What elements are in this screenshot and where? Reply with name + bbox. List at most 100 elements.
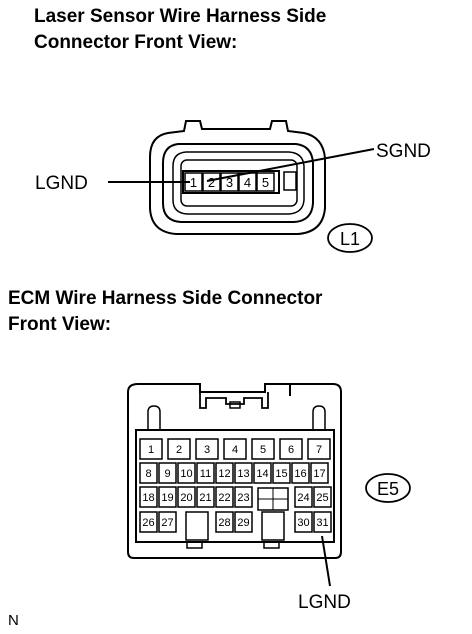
e5-pin-cell [215, 511, 234, 533]
l1-badge [327, 223, 373, 253]
e5-inner-frame [135, 429, 335, 543]
e5-pin-number: 12 [218, 468, 230, 480]
l1-pin-number: 4 [244, 175, 251, 190]
e5-pin-number: 21 [199, 492, 211, 504]
l1-outer-body [149, 120, 326, 235]
e5-lower-key-1 [185, 511, 209, 541]
e5-pin-cell [279, 438, 303, 460]
section1-title-line2: Connector Front View: [34, 32, 238, 53]
e5-pin-cell [251, 438, 275, 460]
l1-pin-number: 3 [226, 175, 233, 190]
e5-pin-cell [234, 511, 253, 533]
e5-pin-number: 6 [288, 444, 294, 456]
e5-pin-number: 24 [297, 492, 309, 504]
e5-pin-cell [196, 462, 215, 484]
e5-pin-cell [307, 438, 331, 460]
e5-pin-number: 17 [313, 468, 325, 480]
e5-badge-text: E5 [377, 479, 399, 499]
l1-pin-number: 5 [262, 175, 269, 190]
e5-pin-cell [291, 462, 310, 484]
e5-pin-number: 14 [256, 468, 268, 480]
e5-pin-cell [177, 462, 196, 484]
e5-pin-number: 30 [297, 517, 309, 529]
e5-pin-number: 11 [200, 468, 211, 480]
e5-pin-cell [215, 462, 234, 484]
e5-pin-cell [253, 462, 272, 484]
e5-pin-cell [139, 486, 158, 508]
e5-pin-number: 19 [161, 492, 173, 504]
e5-pin-number: 29 [237, 517, 249, 529]
e5-pin-number: 18 [142, 492, 154, 504]
e5-pin-number: 7 [316, 444, 322, 456]
e5-pin-cell [234, 462, 253, 484]
e5-pin-cell [310, 462, 329, 484]
e5-pin-number: 23 [237, 492, 249, 504]
e5-pin-cell [195, 438, 219, 460]
l1-pin-numbers: 1 2 3 4 5 [190, 175, 269, 190]
e5-pin-number: 4 [232, 444, 238, 456]
e5-pin-cell [177, 486, 196, 508]
section2-title-line1: ECM Wire Harness Side Connector [8, 288, 323, 309]
e5-pin-number: 27 [161, 517, 173, 529]
e5-pin-number: 5 [260, 444, 266, 456]
e5-pin-number: 25 [316, 492, 328, 504]
l1-badge-text: L1 [340, 229, 360, 249]
e5-outer-body [127, 383, 342, 559]
e5-pin-cell [294, 511, 313, 533]
e5-pin-number: 31 [316, 517, 328, 529]
e5-pin-number: 2 [176, 444, 182, 456]
e5-pin-number: 8 [145, 468, 151, 480]
e5-pin-cell [223, 438, 247, 460]
e5-pin-number: 26 [142, 517, 154, 529]
e5-pin-number: 20 [180, 492, 192, 504]
e5-lower-key-2 [261, 511, 285, 541]
e5-pin-number: 10 [180, 468, 192, 480]
e5-pin-cell [215, 486, 234, 508]
e5-pin-cell [139, 438, 163, 460]
e5-pin-cell [139, 511, 158, 533]
e5-pin-cell [272, 462, 291, 484]
sgnd-callout-line [206, 148, 375, 182]
e5-pin-cell [294, 486, 313, 508]
section1-title-line1: Laser Sensor Wire Harness Side [34, 6, 327, 27]
section2-title-line2: Front View: [8, 314, 112, 335]
e5-top-latch [199, 392, 269, 409]
l1-inner-shell-2 [172, 151, 305, 215]
e5-pin-number: 9 [164, 468, 170, 480]
l1-pin-number: 2 [208, 175, 215, 190]
e5-pin-cell [158, 486, 177, 508]
e5-pin-number: 3 [204, 444, 210, 456]
sgnd-label: SGND [376, 141, 431, 162]
e5-pin-cell [158, 511, 177, 533]
l1-pin-number: 1 [190, 175, 197, 190]
e5-latch-slot [229, 401, 241, 409]
e5-bottom-keys [186, 542, 280, 549]
laser-sensor-connector [149, 120, 326, 235]
l1-inner-shell [162, 143, 314, 223]
ecm-connector [127, 383, 342, 559]
e5-left-ear [147, 405, 161, 430]
e5-pin-cells [139, 438, 332, 533]
e5-pin-cell [167, 438, 191, 460]
e5-pin-number: 1 [148, 444, 154, 456]
e5-pin-cell [313, 486, 332, 508]
l1-latch-key [283, 171, 297, 191]
footer-code: N [8, 612, 19, 629]
e5-pin-number: 22 [218, 492, 230, 504]
e5-pin-cell [139, 462, 158, 484]
e5-pin-cell [158, 462, 177, 484]
e5-pin-number: 16 [294, 468, 306, 480]
e5-lgnd-callout-line [321, 535, 331, 587]
e5-pin-cell [234, 486, 253, 508]
e5-badge [365, 473, 411, 503]
e5-pin-number: 28 [218, 517, 230, 529]
e5-pin-cell [196, 486, 215, 508]
lgnd-label: LGND [35, 173, 88, 194]
e5-lgnd-label: LGND [298, 592, 351, 613]
e5-right-ear [312, 405, 326, 430]
e5-pin-number: 15 [275, 468, 287, 480]
e5-pin-cell [313, 511, 332, 533]
e5-pin-number: 13 [237, 468, 249, 480]
